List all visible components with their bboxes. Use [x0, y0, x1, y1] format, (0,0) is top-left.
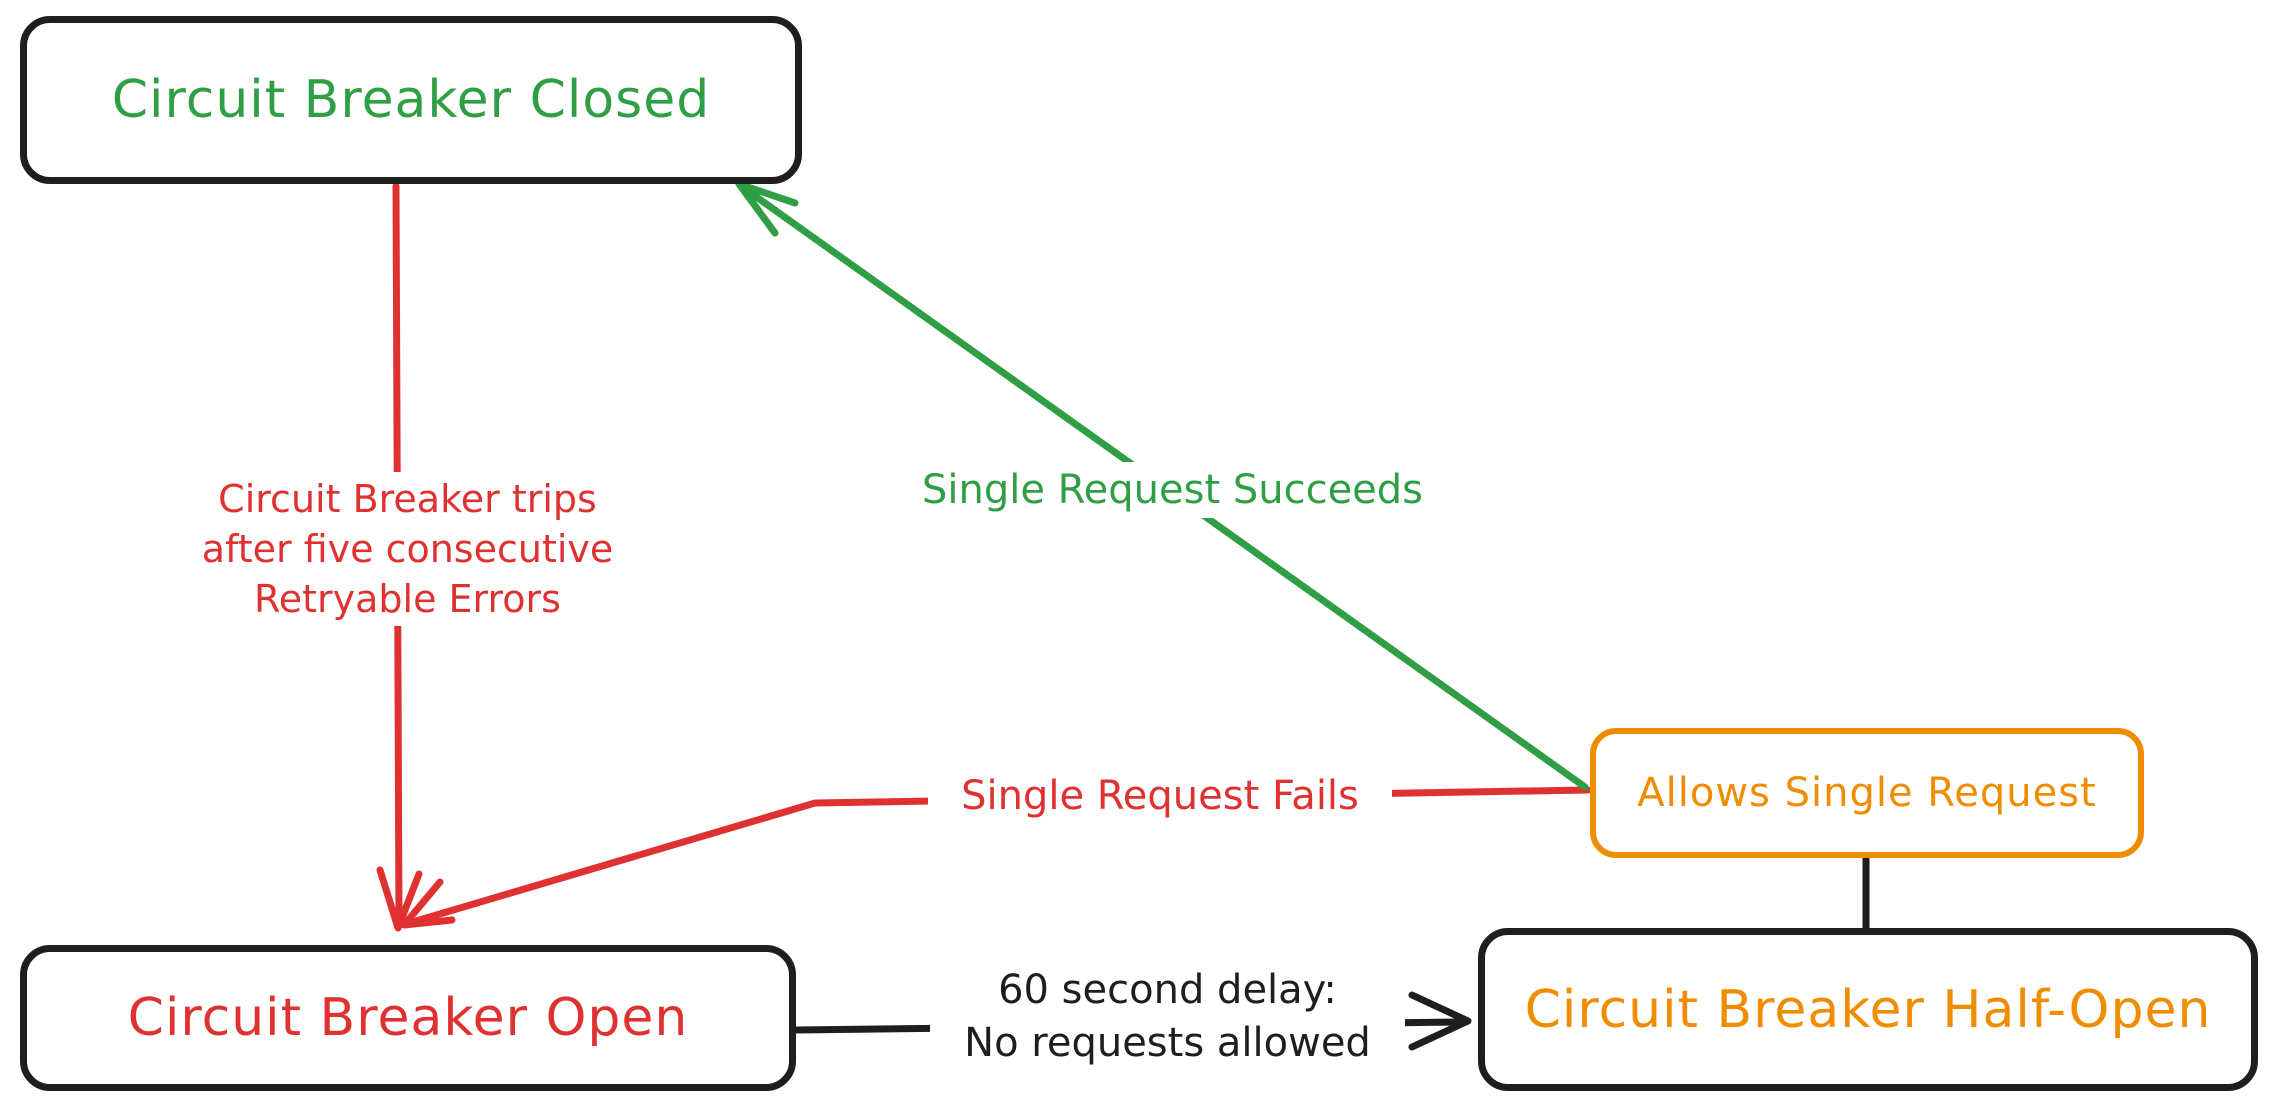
edge-label-trips-line3: Retryable Errors — [254, 577, 561, 621]
edge-label-trips-line1: Circuit Breaker trips — [218, 477, 597, 521]
edge-label-single-request-succeeds: Single Request Succeeds — [900, 462, 1445, 518]
edge-label-trips: Circuit Breaker trips after five consecu… — [140, 472, 675, 626]
edge-label-trips-line2: after five consecutive — [201, 527, 614, 571]
edge-label-delay: 60 second delay: No requests allowed — [930, 962, 1405, 1072]
state-node-open: Circuit Breaker Open — [20, 945, 796, 1091]
node-allows-single-request: Allows Single Request — [1590, 728, 2144, 858]
state-node-half-open: Circuit Breaker Half-Open — [1478, 928, 2258, 1091]
state-node-half-open-label: Circuit Breaker Half-Open — [1524, 979, 2212, 1040]
state-node-open-label: Circuit Breaker Open — [127, 988, 689, 1048]
edge-label-delay-line2: No requests allowed — [964, 1020, 1371, 1066]
succeeds-arrowhead — [735, 180, 799, 237]
delay-arrowhead — [1408, 991, 1472, 1051]
edge-label-single-request-fails: Single Request Fails — [928, 768, 1392, 824]
fails-arrowhead — [400, 878, 456, 929]
trips-arrowhead — [376, 866, 423, 932]
state-node-closed: Circuit Breaker Closed — [20, 16, 802, 184]
edge-label-single-request-fails-text: Single Request Fails — [961, 773, 1359, 819]
node-allows-single-request-label: Allows Single Request — [1637, 770, 2097, 816]
edge-label-single-request-succeeds-text: Single Request Succeeds — [921, 467, 1424, 513]
state-node-closed-label: Circuit Breaker Closed — [111, 70, 711, 130]
edge-label-delay-line1: 60 second delay: — [998, 967, 1337, 1013]
